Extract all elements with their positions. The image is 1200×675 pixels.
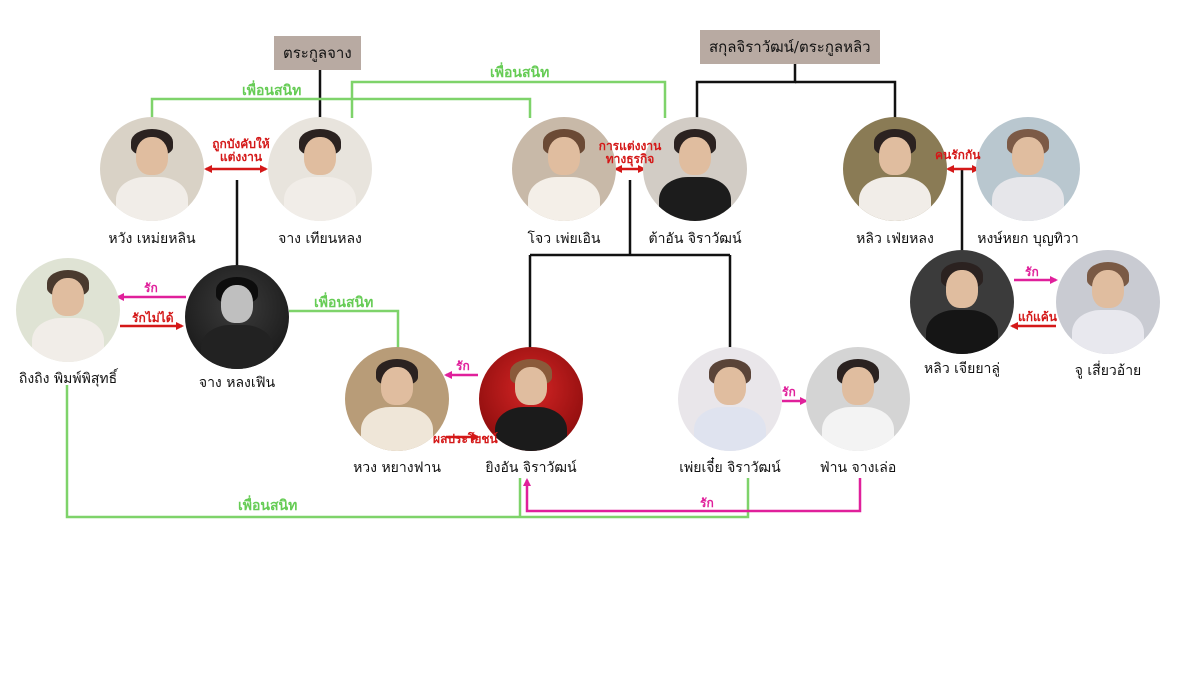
- name-taan: ต้าอัน จิราวัฒน์: [648, 231, 742, 247]
- portrait-hong: [976, 117, 1080, 221]
- family-box-jirawat: สกุลจิราวัฒน์/ตระกูลหลิว: [700, 30, 880, 64]
- line-jirawat-branch: [695, 54, 797, 118]
- label-lovers: คนรักกัน: [935, 148, 981, 162]
- label-love-bottom: รัก: [700, 496, 714, 510]
- name-jiayalu: หลิว เจียยาลู่: [924, 361, 1000, 377]
- name-lingling: ถิงถิง พิมพ์พิสุทธิ์: [18, 371, 118, 387]
- friend-line-top-center: [350, 80, 667, 118]
- portrait-feilong: [843, 117, 947, 221]
- name-tianlong: จาง เทียนหลง: [278, 231, 362, 247]
- portrait-zhu: [1056, 250, 1160, 354]
- label-revenge: แก้แค้น: [1018, 310, 1057, 324]
- name-peijie: เพ่ยเจี๋ย จิราวัฒน์: [679, 460, 781, 476]
- lineage-lines: [235, 54, 964, 350]
- friend-line-bottom: [65, 385, 750, 519]
- friend-line-mid: [289, 309, 400, 350]
- portrait-lingling: [16, 258, 120, 362]
- label-love-jia: รัก: [1025, 265, 1039, 279]
- portrait-huang: [345, 347, 449, 451]
- label-benefit: ผลประโยชน์: [433, 432, 498, 446]
- line-jirawat-branch-right: [795, 80, 897, 118]
- label-love-fan: รัก: [782, 385, 796, 399]
- name-wang: หวัง เหม่ยหลิน: [108, 231, 196, 247]
- portrait-peijie: [678, 347, 782, 451]
- label-love-ling: รัก: [144, 281, 158, 295]
- label-friend-top-left: เพื่อนสนิท: [242, 83, 302, 99]
- name-fan: ฟ่าน จางเล่อ: [819, 460, 897, 476]
- name-huang: หวง หยางฟาน: [353, 460, 441, 476]
- label-love-huang: รัก: [456, 359, 470, 373]
- name-hong: หงษ์หยก บุญทิวา: [977, 231, 1079, 247]
- marriage-lines: [120, 165, 1056, 441]
- name-zhuo: โจว เพ่ยเอิน: [527, 231, 601, 247]
- portrait-longfen: [185, 265, 289, 369]
- portrait-yingan: [479, 347, 583, 451]
- label-friend-top-center: เพื่อนสนิท: [490, 65, 550, 81]
- portrait-tianlong: [268, 117, 372, 221]
- label-business-marriage: การแต่งงานทางธุรกิจ: [598, 139, 662, 166]
- love-lines: [116, 276, 1058, 513]
- name-zhu: จู เสี่ยวอ้าย: [1074, 363, 1142, 379]
- friend-lines: [65, 80, 750, 519]
- love-bottom-arrow: [523, 478, 862, 513]
- family-box-jiang: ตระกูลจาง: [274, 36, 361, 70]
- label-friend-mid: เพื่อนสนิท: [314, 295, 374, 311]
- label-unrequited: รักไม่ได้: [132, 311, 174, 325]
- name-feilong: หลิว เฟ่ยหลง: [856, 231, 934, 247]
- label-friend-bottom: เพื่อนสนิท: [238, 498, 298, 514]
- portrait-fan: [806, 347, 910, 451]
- portrait-taan: [643, 117, 747, 221]
- name-longfen: จาง หลงเฟิน: [198, 375, 276, 391]
- label-forced-marriage: ถูกบังคับให้แต่งงาน: [212, 137, 270, 164]
- name-yingan: ยิงอัน จิราวัฒน์: [485, 460, 577, 476]
- portrait-zhuo: [512, 117, 616, 221]
- portrait-wang: [100, 117, 204, 221]
- portrait-jiayalu: [910, 250, 1014, 354]
- friend-line-top-left: [150, 97, 532, 118]
